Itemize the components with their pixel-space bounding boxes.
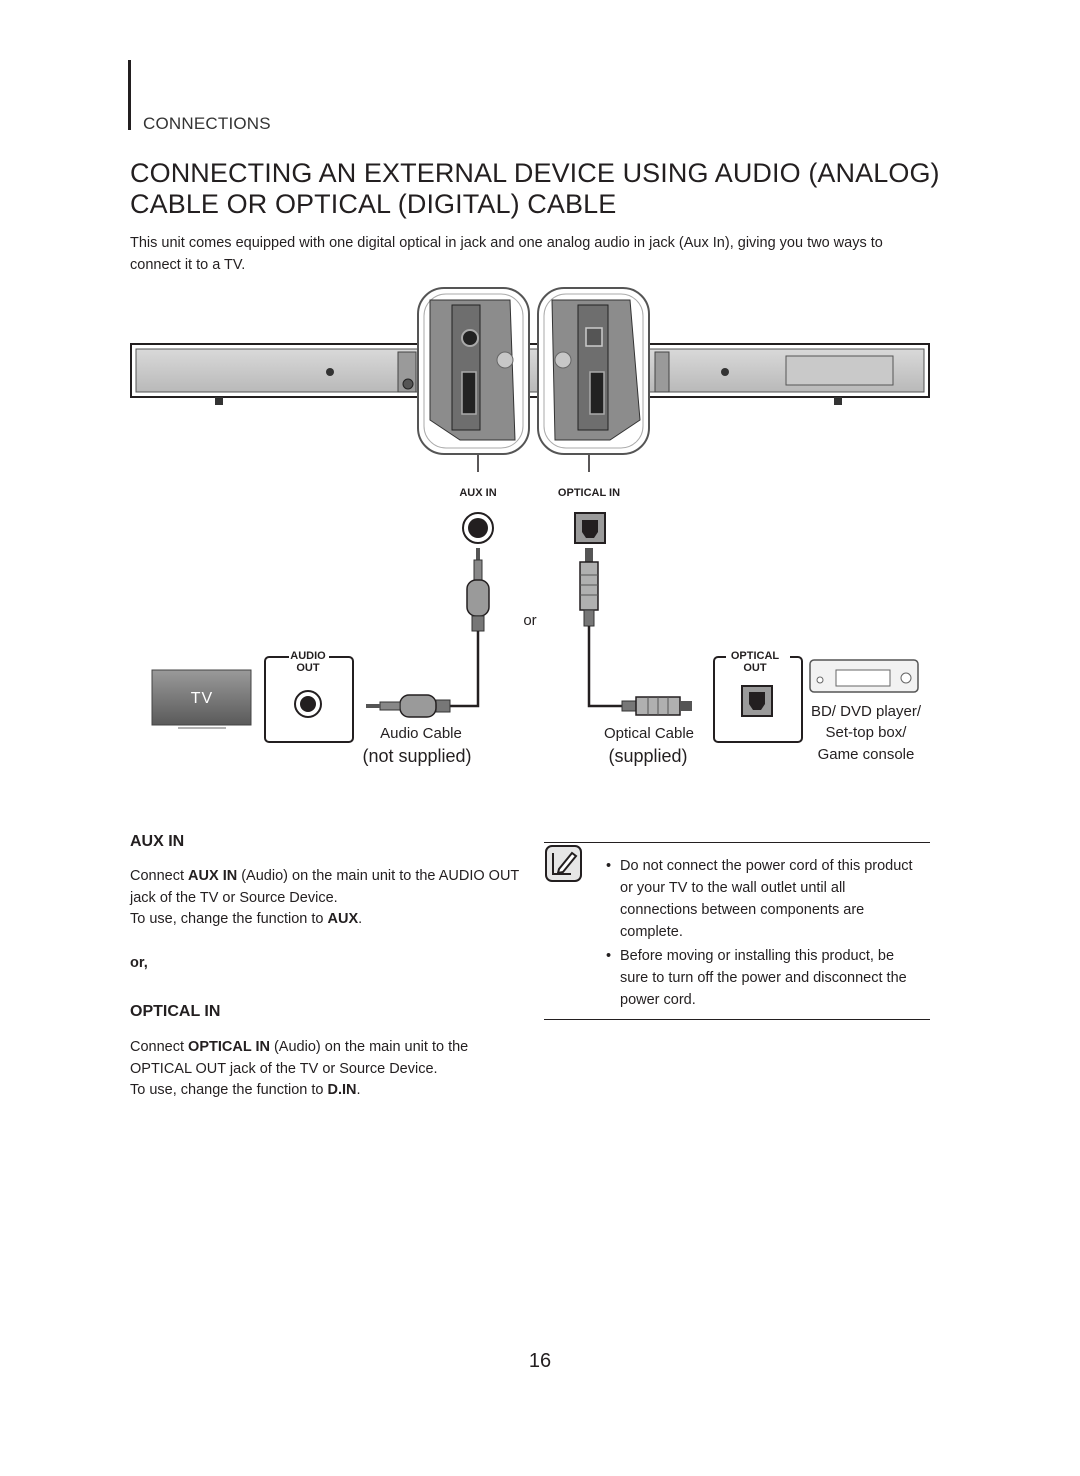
or-label: or: [523, 612, 536, 629]
page-title-line1: CONNECTING AN EXTERNAL DEVICE USING AUDI…: [130, 158, 940, 188]
audio-cable-label: Audio Cable: [380, 725, 462, 742]
optical-cable-note: (supplied): [608, 746, 687, 766]
aux-in-keyword: AUX IN: [188, 868, 238, 884]
aux-in-heading: AUX IN: [130, 833, 185, 850]
aux-in-inset: [417, 287, 530, 472]
optical-out-panel: [713, 649, 803, 743]
bd-player-icon: [809, 659, 919, 693]
audio-cable-line: [450, 631, 480, 708]
page-number: 16: [528, 1350, 552, 1372]
note-pencil-icon: [545, 845, 582, 882]
page-title-line2: CABLE OR OPTICAL (DIGITAL) CABLE: [130, 189, 617, 219]
audio-out-panel: [264, 649, 354, 743]
audio-out-label-line2: OUT: [296, 662, 320, 674]
aux-in-paragraph-1: Connect AUX IN (Audio) on the main unit …: [130, 868, 520, 906]
aux-plug-horizontal: [366, 694, 451, 718]
aux-in-paragraph-2: To use, change the function to AUX.: [130, 911, 363, 927]
optical-out-label-line1: OPTICAL: [731, 650, 780, 662]
note-box: Do not connect the power cord of this pr…: [544, 842, 930, 1020]
optical-in-heading: OPTICAL IN: [130, 1003, 221, 1020]
note-item: Before moving or installing this product…: [606, 945, 926, 1011]
connection-diagram: AUX IN OPTICAL IN or: [130, 287, 930, 766]
aux-plug-vertical: [466, 548, 490, 632]
device-label-line3: Game console: [818, 746, 915, 763]
optical-plug-horizontal: [621, 696, 692, 716]
optical-in-label: OPTICAL IN: [558, 487, 620, 499]
optical-in-inset: [537, 287, 650, 472]
note-item: Do not connect the power cord of this pr…: [606, 855, 926, 943]
optical-in-keyword: OPTICAL IN: [188, 1039, 270, 1055]
optical-cable-line: [587, 626, 622, 708]
aux-function-keyword: AUX: [327, 911, 359, 927]
audio-cable-note: (not supplied): [362, 746, 471, 766]
intro-text: This unit comes equipped with one digita…: [130, 235, 883, 273]
section-label: CONNECTIONS: [143, 114, 271, 133]
audio-out-label-line1: AUDIO: [290, 650, 326, 662]
or-separator: or,: [130, 955, 148, 971]
device-label-line2: Set-top box/: [826, 724, 908, 741]
optical-in-paragraph-1: Connect OPTICAL IN (Audio) on the main u…: [130, 1039, 469, 1077]
page-title: CONNECTING AN EXTERNAL DEVICE USING AUDI…: [130, 158, 950, 220]
aux-jack-icon: [462, 512, 494, 544]
optical-in-paragraph-2: To use, change the function to D.IN.: [130, 1082, 361, 1098]
tv-label: TV: [191, 690, 213, 707]
optical-cable-label: Optical Cable: [604, 725, 694, 742]
tv-icon: [151, 669, 252, 729]
optical-out-label-line2: OUT: [743, 662, 767, 674]
din-function-keyword: D.IN: [327, 1082, 357, 1098]
device-label-line1: BD/ DVD player/: [811, 703, 922, 720]
optical-jack-icon: [574, 512, 606, 544]
note-list: Do not connect the power cord of this pr…: [606, 855, 926, 1013]
aux-in-label: AUX IN: [459, 487, 496, 499]
optical-plug-vertical: [579, 548, 599, 627]
section-bar: [128, 60, 131, 130]
